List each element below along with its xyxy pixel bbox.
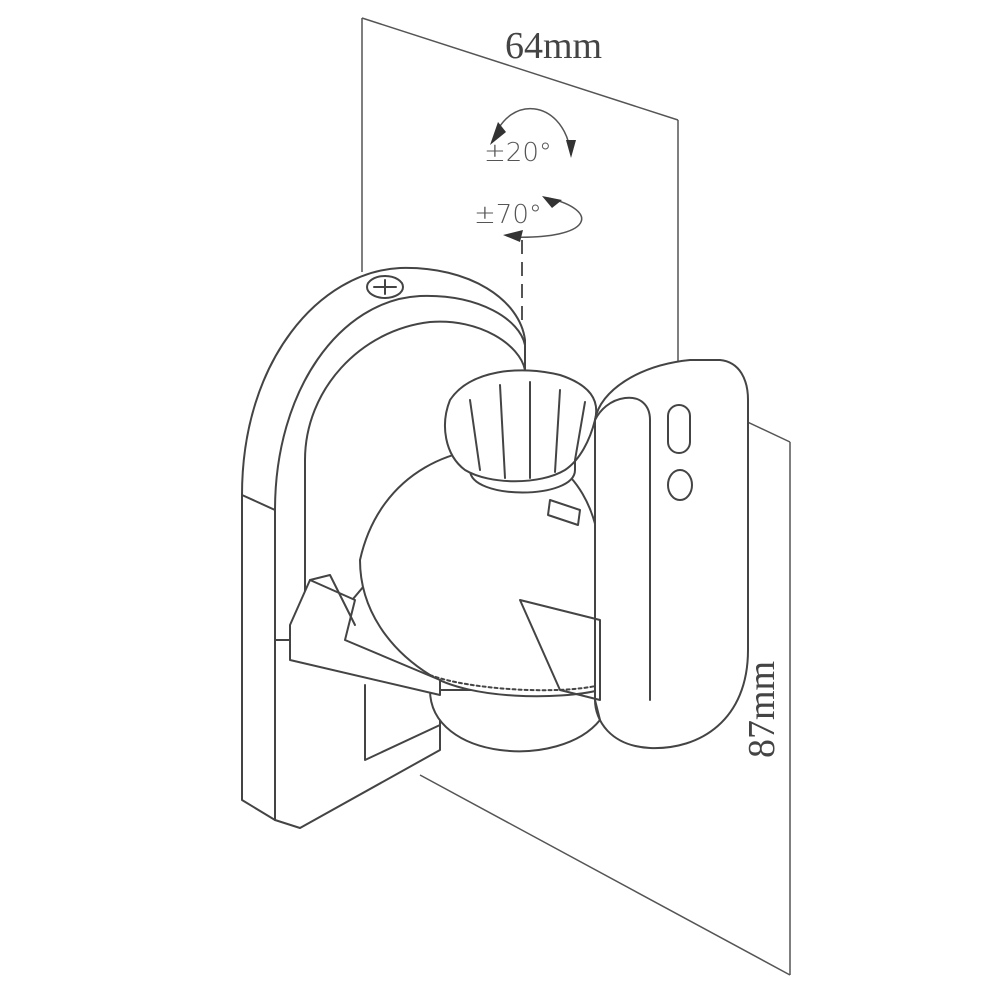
width-dimension-label: 64mm [505, 25, 603, 67]
adjustment-knob [444, 369, 598, 526]
tilt-angle-label: ±20° [484, 138, 552, 168]
speaker-bracket [519, 359, 749, 750]
height-dimension-label: 87mm [741, 660, 783, 758]
tilt-arrow-icon [490, 107, 576, 158]
ball-joint [289, 447, 601, 753]
swivel-angle-label: ±70° [474, 200, 542, 230]
swivel-arrow-icon [503, 196, 583, 242]
